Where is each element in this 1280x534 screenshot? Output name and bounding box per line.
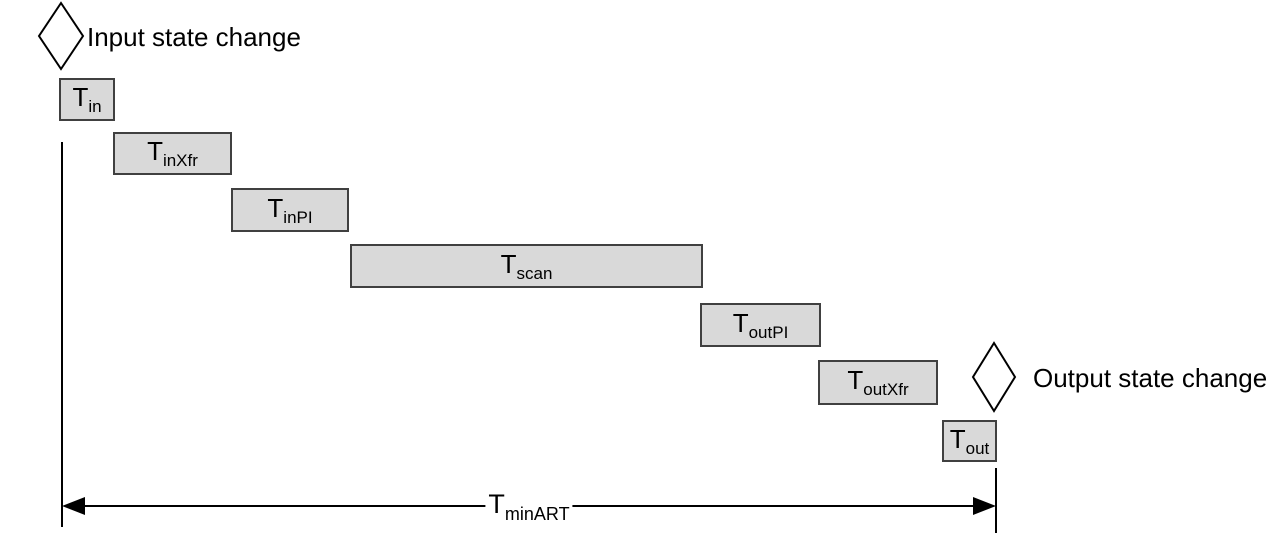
stage-box-tin: Tin xyxy=(59,78,115,121)
arrowhead-left-icon xyxy=(62,497,85,515)
stage-label-main: T xyxy=(267,192,284,223)
stage-label-main: T xyxy=(847,365,864,395)
stage-box-tinpi: TinPI xyxy=(231,188,349,232)
stage-label-sub: inPI xyxy=(283,207,313,227)
stage-label: Tin xyxy=(72,84,101,115)
stage-box-toutpi: ToutPI xyxy=(700,303,821,347)
stage-label-main: T xyxy=(72,82,89,112)
stage-label: TinXfr xyxy=(147,138,198,169)
stage-label: Tout xyxy=(950,426,990,457)
stage-label-main: T xyxy=(732,307,749,338)
stage-label-sub: out xyxy=(965,438,990,458)
stage-box-toutxfr: ToutXfr xyxy=(818,360,938,405)
output-state-change-label: Output state change xyxy=(1033,363,1268,393)
output-state-diamond-icon xyxy=(971,341,1017,413)
tminart-label: TminART xyxy=(485,489,573,524)
tminart-label-sub: minART xyxy=(504,504,570,524)
stage-box-tout: Tout xyxy=(942,420,997,462)
stage-label-main: T xyxy=(949,423,966,454)
stage-box-tinxfr: TinXfr xyxy=(113,132,232,175)
stage-label: ToutXfr xyxy=(847,367,908,398)
input-state-change-label: Input state change xyxy=(87,22,301,52)
tminart-label-main: T xyxy=(488,489,505,519)
stage-label-sub: inXfr xyxy=(162,151,198,170)
stage-label: ToutPI xyxy=(733,310,789,341)
stage-box-tscan: Tscan xyxy=(350,244,703,288)
stage-label: Tscan xyxy=(501,251,553,282)
stage-label-sub: outPI xyxy=(748,322,789,342)
input-state-diamond-icon xyxy=(37,1,85,71)
stage-label-sub: in xyxy=(88,97,102,116)
arrowhead-right-icon xyxy=(973,497,996,515)
stage-label-sub: outXfr xyxy=(863,380,909,399)
stage-label-main: T xyxy=(147,136,163,166)
stage-label-sub: scan xyxy=(516,263,553,283)
stage-label: TinPI xyxy=(267,195,312,226)
stage-label-main: T xyxy=(500,248,517,279)
